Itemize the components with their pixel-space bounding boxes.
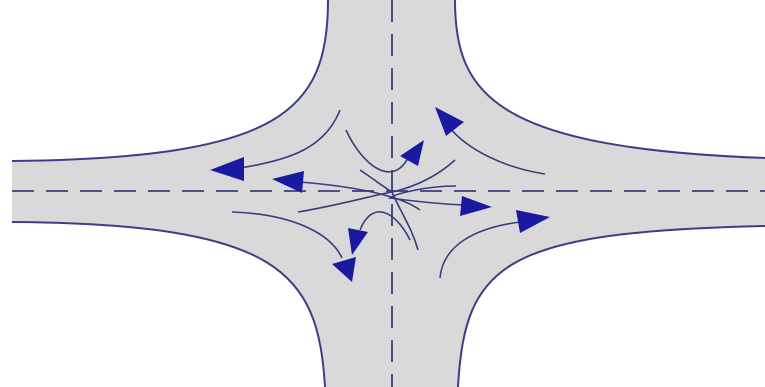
movement-path — [299, 181, 421, 211]
movement-path — [388, 185, 465, 206]
left-turn-to-north — [345, 129, 424, 173]
left-turn-to-west — [272, 171, 421, 211]
movement-path — [449, 127, 546, 175]
crossing-path-c — [359, 169, 393, 193]
movement-path — [345, 129, 409, 173]
arrow-icon — [332, 257, 356, 282]
arrow-icon — [460, 196, 492, 216]
road-edge-northwest — [11, 0, 329, 162]
right-turn-south-to-east — [439, 210, 550, 279]
arrow-icon — [400, 140, 424, 166]
arrow-icon — [435, 107, 464, 136]
movement-path — [439, 221, 521, 279]
movement-path — [231, 211, 343, 259]
right-turn-north-to-west — [210, 109, 341, 181]
road-edge-northeast — [454, 0, 765, 159]
movement-path — [239, 109, 341, 169]
movement-path — [359, 211, 411, 241]
crossing-path-b — [391, 191, 419, 251]
left-turn-to-east — [388, 185, 492, 216]
arrow-icon — [210, 157, 244, 181]
arrow-icon — [272, 171, 304, 193]
road-edge-southeast — [457, 225, 765, 387]
arrow-icon — [516, 210, 550, 233]
arrow-icon — [348, 228, 368, 255]
road-surface — [12, 0, 765, 387]
right-turn-west-to-south — [231, 211, 356, 282]
left-turn-to-south — [348, 211, 411, 255]
right-turn-east-to-north — [435, 107, 546, 175]
road-edge-southwest — [11, 221, 326, 387]
